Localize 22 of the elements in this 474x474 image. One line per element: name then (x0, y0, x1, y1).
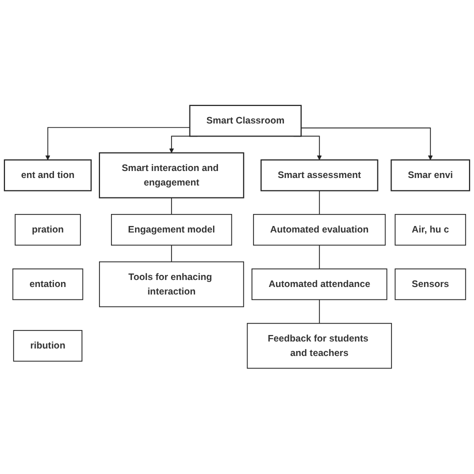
node-box: pration (14, 214, 81, 246)
connector (318, 299, 320, 324)
node-box: Smart interaction and engagement (98, 152, 244, 198)
connector (171, 198, 172, 215)
node-box: Air, hu c (394, 214, 466, 246)
connector (318, 244, 320, 270)
connector (318, 190, 320, 215)
node-box: Feedback for students and teachers (246, 323, 392, 369)
node-box: Tools for enhacing interaction (99, 262, 244, 308)
node-box: Sensors (394, 268, 466, 300)
connector (171, 244, 172, 262)
node-box: ent and tion (4, 160, 92, 192)
node-box: Smart Classroom (189, 105, 302, 137)
node-box: Smart assessment (260, 160, 378, 192)
node-box: Smar envi (390, 160, 470, 192)
arrow (300, 128, 433, 160)
node-box: Automated evaluation (253, 214, 386, 246)
arrow (45, 127, 190, 160)
node-box: Engagement model (111, 214, 232, 246)
node-box: entation (12, 268, 84, 300)
node-box: ribution (13, 330, 82, 362)
node-box: Automated attendance (252, 268, 388, 300)
